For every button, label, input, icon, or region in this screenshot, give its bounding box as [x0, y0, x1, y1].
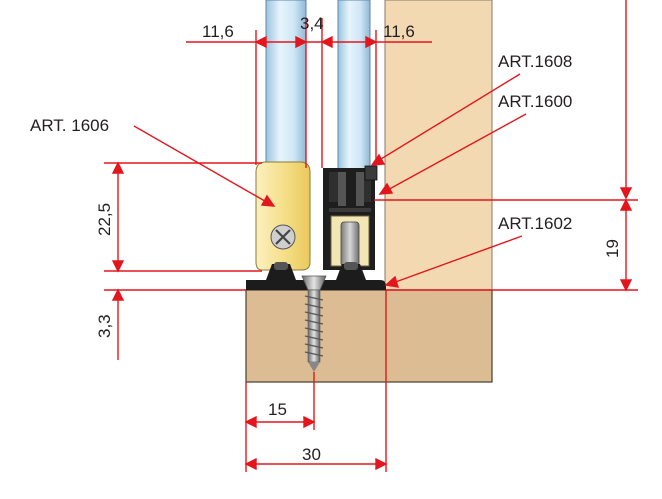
- dim-right-gap: 11,6: [383, 22, 415, 41]
- rail-art-1602: [246, 262, 386, 290]
- mounting-screw-icon: [301, 275, 327, 372]
- roller-wheel: [340, 221, 360, 267]
- label-art-1608: ART.1608: [498, 52, 572, 71]
- left-glass-pane: [265, 0, 307, 171]
- profile-art-1606: [255, 161, 311, 271]
- dim-base-height: 3,3: [95, 314, 114, 338]
- wood-floor-block: [245, 289, 493, 383]
- dimension-lines: [104, 0, 638, 472]
- dim-screw-offset: 15: [268, 400, 287, 419]
- seal-art-1608: [364, 165, 378, 181]
- dim-left-gap: 11,6: [202, 22, 234, 41]
- label-art-1606: ART. 1606: [30, 116, 109, 135]
- label-art-1600: ART.1600: [498, 92, 572, 111]
- label-art-1602: ART.1602: [498, 214, 572, 233]
- dim-total-width: 30: [302, 445, 321, 464]
- glass-panes: [265, 0, 371, 201]
- dim-profile-height: 22,5: [95, 203, 114, 236]
- dim-rail-height: 19: [603, 239, 622, 258]
- profile-art-1600: [323, 165, 378, 270]
- dim-glass-gap: 3,4: [300, 14, 324, 33]
